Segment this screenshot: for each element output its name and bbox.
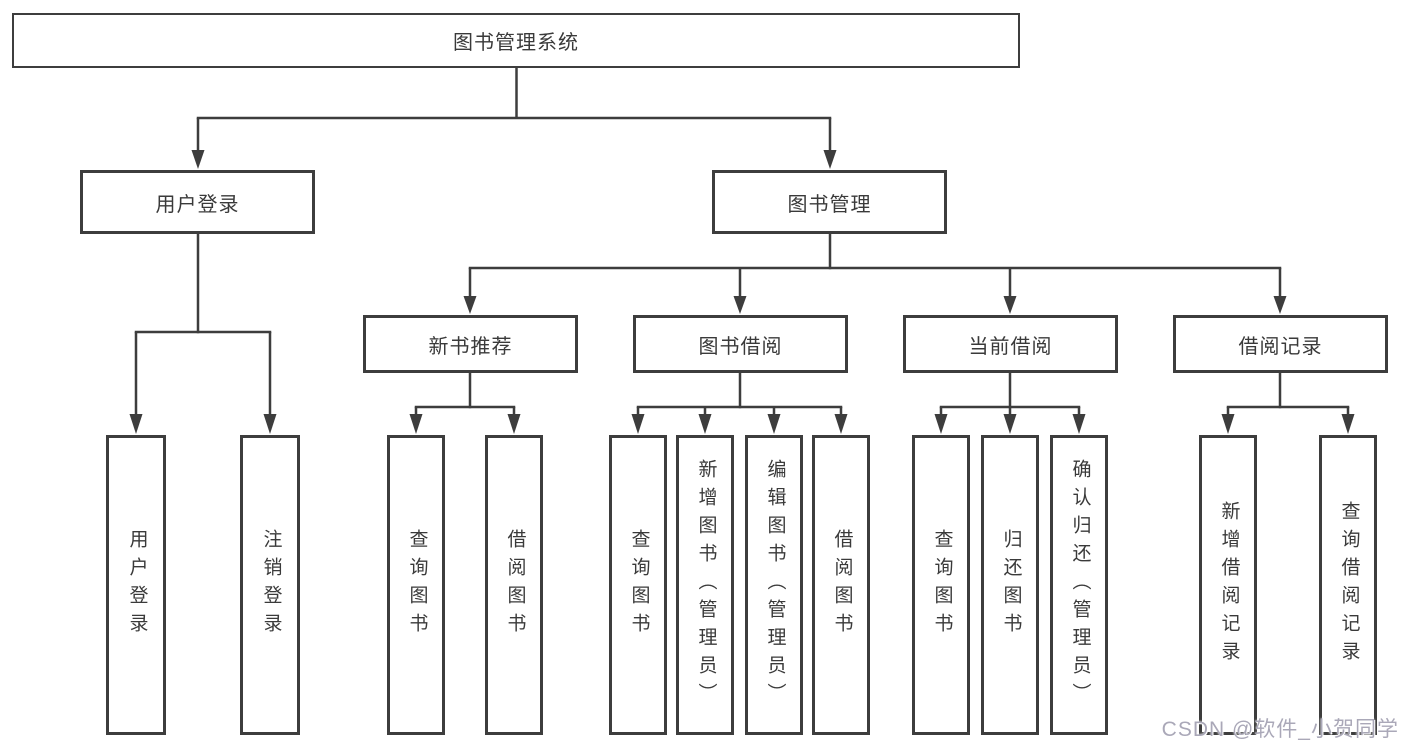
node-label: 当前借阅 <box>968 335 1053 358</box>
leaf-confirm-return-admin: 确认归还（管理员） <box>1050 435 1108 735</box>
leaf-label: 新增借阅记录 <box>1218 501 1240 669</box>
node-book-management: 图书管理 <box>712 170 947 234</box>
leaf-logout: 注销登录 <box>240 435 300 735</box>
node-user-login: 用户登录 <box>80 170 315 234</box>
leaf-edit-book-admin: 编辑图书（管理员） <box>745 435 803 735</box>
watermark: CSDN @软件_小贺同学 <box>1161 718 1399 741</box>
leaf-add-book-admin: 新增图书（管理员） <box>676 435 734 735</box>
leaf-query-books-current: 查询图书 <box>912 435 970 735</box>
leaf-label: 编辑图书（管理员） <box>764 459 786 711</box>
node-library-management-system: 图书管理系统 <box>12 13 1020 68</box>
node-book-borrowing: 图书借阅 <box>633 315 848 373</box>
leaf-label: 借阅图书 <box>504 529 526 641</box>
leaf-label: 查询图书 <box>406 529 428 641</box>
leaf-user-login: 用户登录 <box>106 435 166 735</box>
leaf-label: 借阅图书 <box>831 529 853 641</box>
node-new-book-recommendation: 新书推荐 <box>363 315 578 373</box>
leaf-query-borrow-record: 查询借阅记录 <box>1319 435 1377 735</box>
leaf-query-books-borrowing: 查询图书 <box>609 435 667 735</box>
node-label: 新书推荐 <box>428 335 513 358</box>
node-label: 借阅记录 <box>1238 335 1323 358</box>
node-label: 图书借阅 <box>698 335 783 358</box>
leaf-query-books-recommend: 查询图书 <box>387 435 445 735</box>
node-label: 图书管理系统 <box>453 32 579 54</box>
leaf-label: 查询借阅记录 <box>1338 501 1360 669</box>
leaf-label: 查询图书 <box>931 529 953 641</box>
leaf-add-borrow-record: 新增借阅记录 <box>1199 435 1257 735</box>
leaf-label: 新增图书（管理员） <box>695 459 717 711</box>
leaf-label: 确认归还（管理员） <box>1069 459 1091 711</box>
leaf-label: 注销登录 <box>260 529 282 641</box>
node-label: 用户登录 <box>155 193 240 216</box>
leaf-return-book: 归还图书 <box>981 435 1039 735</box>
leaf-borrow-books-recommend: 借阅图书 <box>485 435 543 735</box>
leaf-borrow-books-borrowing: 借阅图书 <box>812 435 870 735</box>
leaf-label: 查询图书 <box>628 529 650 641</box>
node-current-borrowing: 当前借阅 <box>903 315 1118 373</box>
node-borrowing-records: 借阅记录 <box>1173 315 1388 373</box>
node-label: 图书管理 <box>787 193 872 216</box>
leaf-label: 归还图书 <box>1000 529 1022 641</box>
leaf-label: 用户登录 <box>126 529 148 641</box>
